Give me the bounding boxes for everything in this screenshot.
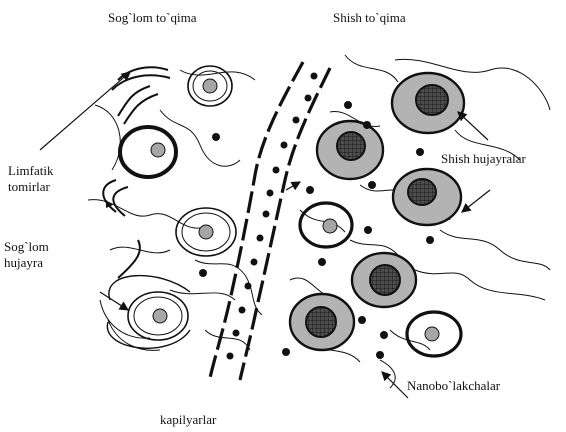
healthy-cell	[176, 208, 236, 256]
tumor-cells-label: Shish hujayralar	[441, 151, 526, 167]
healthy-cell-label: Sog`lom hujayra	[4, 239, 74, 271]
tumor-cell	[317, 121, 383, 179]
nanoparticles-label: Nanobo`lakchalar	[407, 378, 500, 394]
tumor-cell	[393, 169, 461, 225]
healthy-cell	[407, 312, 461, 356]
healthy-cell-arrow	[100, 292, 128, 310]
healthy-cell	[120, 127, 176, 177]
healthy-cell	[300, 203, 352, 247]
capillaries-label: kapilyarlar	[160, 412, 216, 428]
tumor-tissue-region	[282, 55, 550, 388]
tumor-cell	[352, 253, 416, 307]
healthy-tissue-region	[88, 66, 262, 350]
tumor-cell	[392, 73, 464, 133]
healthy-cell	[188, 66, 232, 106]
tumor-cell-arrow-upper	[458, 112, 488, 140]
lymph-arrow	[40, 72, 130, 150]
tumor-cell	[290, 294, 354, 350]
tumor-cell-arrow-lower	[462, 190, 490, 212]
healthy-tissue-label: Sog`lom to`qima	[108, 10, 196, 26]
lymphatic-vessels-label: Limfatik tomirlar	[8, 163, 78, 195]
tumor-tissue-label: Shish to`qima	[333, 10, 406, 26]
